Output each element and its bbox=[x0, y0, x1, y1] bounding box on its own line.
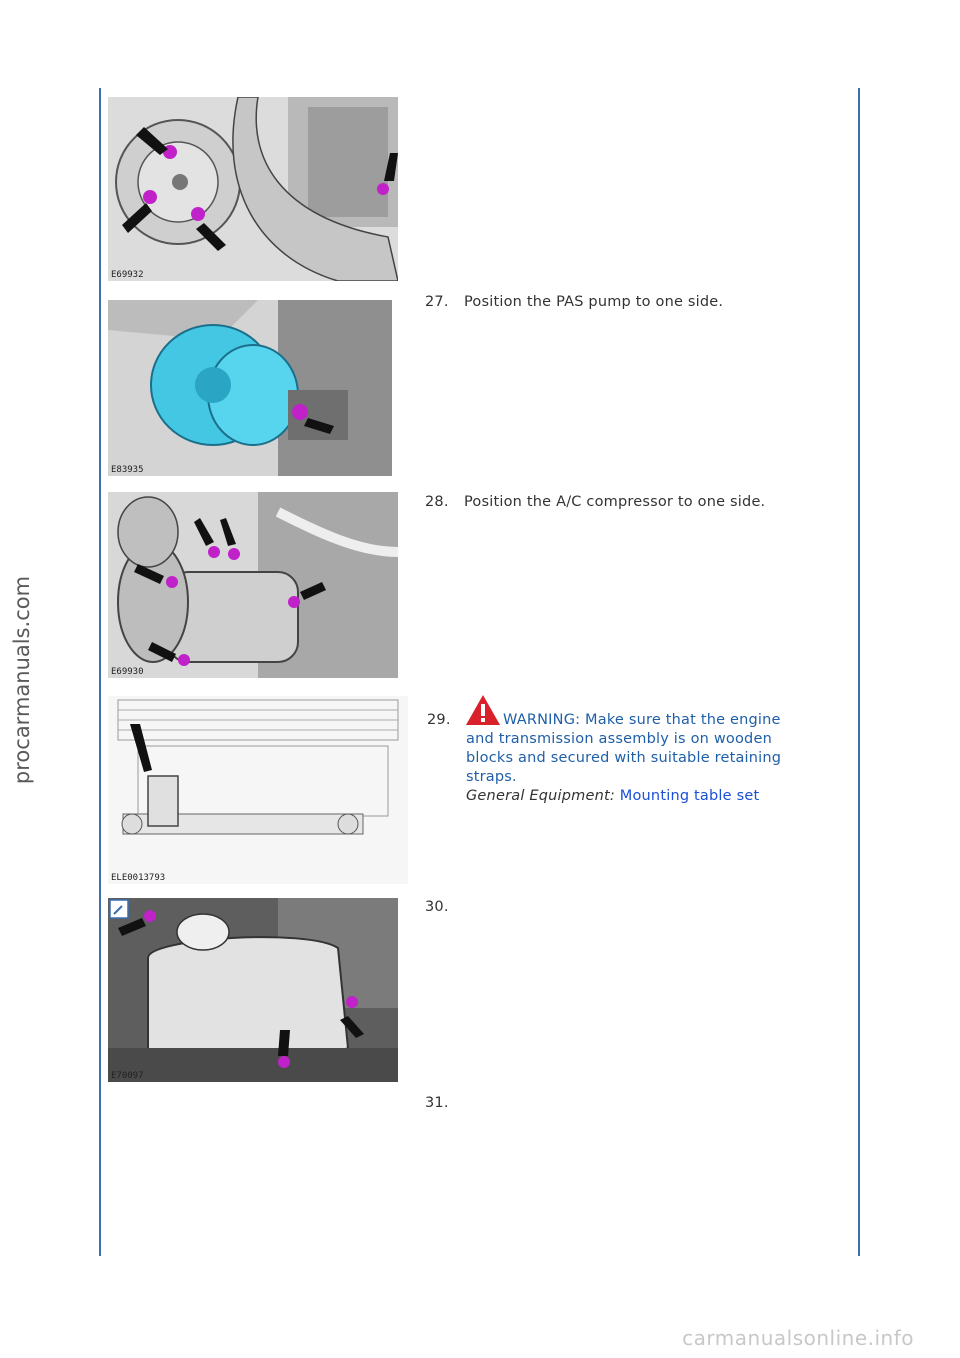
figure-compressor-bolts: E69932 bbox=[108, 97, 398, 281]
warning-icon bbox=[466, 695, 500, 725]
equipment-link[interactable]: Mounting table set bbox=[619, 788, 760, 804]
step-29: 29. WARNING: Make sure that the engine a… bbox=[427, 695, 847, 808]
warning-line-4: straps. bbox=[466, 769, 517, 785]
figure-illustration bbox=[108, 898, 398, 1082]
warning-line-2: and transmission assembly is on wooden bbox=[466, 731, 772, 747]
figure-subframe-support: ELE0013793 bbox=[108, 696, 408, 884]
step-text: Position the A/C compressor to one side. bbox=[464, 494, 766, 510]
figure-pas-pump: E83935 bbox=[108, 300, 392, 476]
figure-expansion-tank: E70097 bbox=[108, 898, 398, 1082]
step-text: Position the PAS pump to one side. bbox=[464, 294, 724, 310]
left-margin-rule bbox=[99, 88, 101, 1256]
step-31: 31. bbox=[425, 1095, 485, 1117]
step-number: 30. bbox=[425, 899, 449, 915]
step-number: 31. bbox=[425, 1095, 449, 1111]
figure-ac-compressor: E69930 bbox=[108, 492, 398, 678]
right-margin-rule bbox=[858, 88, 860, 1256]
side-watermark-text: procarmanuals.com bbox=[10, 575, 34, 785]
figure-illustration bbox=[108, 300, 392, 476]
figure-illustration bbox=[108, 97, 398, 281]
step-28: 28. Position the A/C compressor to one s… bbox=[425, 494, 845, 516]
figure-code: E70097 bbox=[111, 1071, 144, 1081]
equipment-label: General Equipment: bbox=[466, 788, 615, 804]
step-number: 27. bbox=[425, 294, 449, 310]
figure-illustration bbox=[108, 696, 408, 884]
figure-code: E69930 bbox=[111, 667, 144, 677]
step-27: 27. Position the PAS pump to one side. bbox=[425, 294, 825, 316]
equipment-line: General Equipment: Mounting table set bbox=[466, 788, 759, 804]
side-watermark: procarmanuals.com bbox=[2, 560, 42, 800]
figure-code: E69932 bbox=[111, 270, 144, 280]
warning-line-1: WARNING: Make sure that the engine bbox=[503, 712, 781, 728]
step-number: 29. bbox=[427, 712, 451, 728]
step-30: 30. bbox=[425, 899, 485, 921]
figure-code: E83935 bbox=[111, 465, 144, 475]
figure-code: ELE0013793 bbox=[111, 873, 166, 883]
warning-line-3: blocks and secured with suitable retaini… bbox=[466, 750, 782, 766]
figure-illustration bbox=[108, 492, 398, 678]
step-number: 28. bbox=[425, 494, 449, 510]
bottom-watermark: carmanualsonline.info bbox=[682, 1326, 914, 1350]
